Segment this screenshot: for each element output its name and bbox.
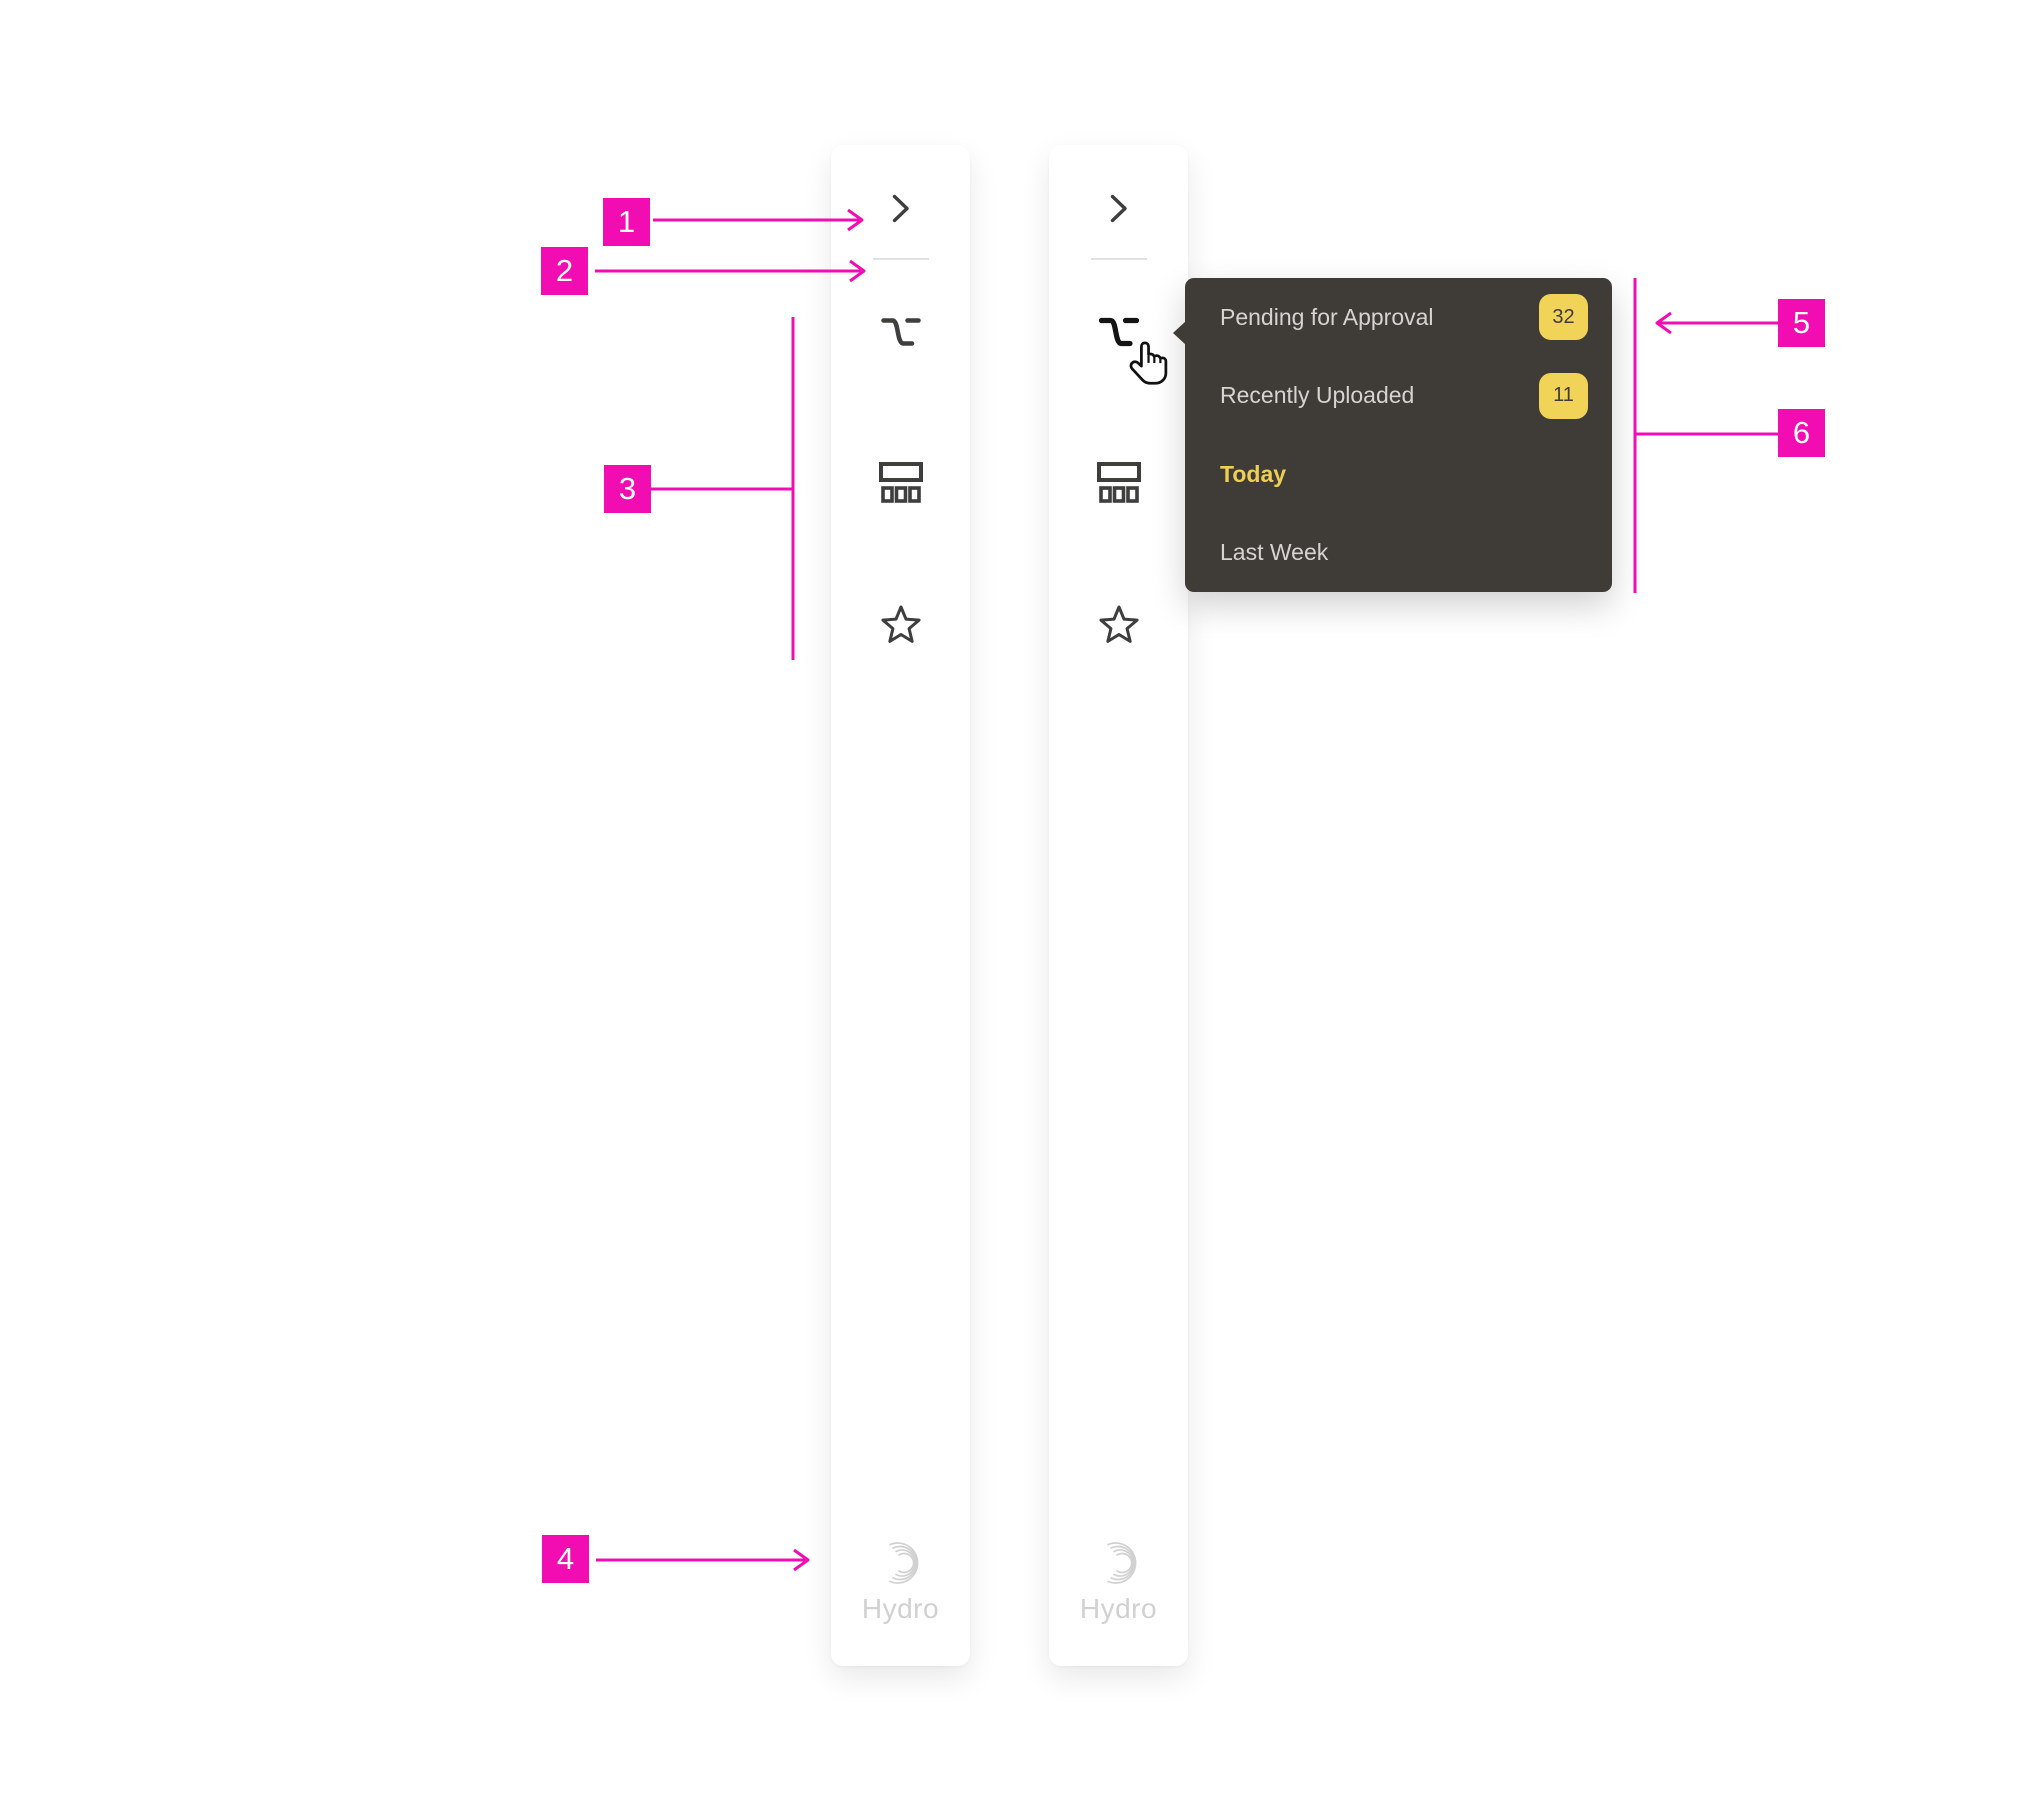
hydro-logo: Hydro [1049,1540,1188,1625]
annotation-arrow-5 [1655,311,1782,335]
annotation-number: 1 [617,204,636,239]
star-icon [880,605,921,643]
count-badge: 11 [1539,372,1588,419]
annotation-bracket-3 [651,317,795,660]
menu-item-last-week[interactable]: Last Week [1185,514,1612,593]
collapsed-sidebar: Hydro [831,145,970,1666]
annotation-marker-2: 2 [541,247,588,295]
hydro-logo: Hydro [831,1540,970,1625]
menu-item-label: Recently Uploaded [1220,382,1415,409]
annotation-marker-3: 3 [604,465,651,513]
nav-curve-button[interactable] [880,315,921,349]
annotation-marker-1: 1 [603,198,650,246]
annotation-marker-5: 5 [1778,299,1825,347]
curve-icon [880,318,921,346]
nav-favorites-button[interactable] [879,604,923,646]
chevron-right-icon [892,194,909,223]
hydro-logo-text: Hydro [1079,1593,1158,1624]
flyout-menu: Pending for Approval 32 Recently Uploade… [1173,278,1612,593]
expand-sidebar-button[interactable] [1110,194,1128,224]
menu-item-label: Today [1220,460,1287,487]
annotation-number: 2 [555,253,574,288]
chevron-right-icon [1110,194,1127,223]
annotation-number: 5 [1792,305,1811,340]
menu-item-recently-uploaded[interactable]: Recently Uploaded 11 [1185,357,1612,436]
nav-favorites-button[interactable] [1097,604,1141,646]
menu-item-pending-for-approval[interactable]: Pending for Approval 32 [1185,278,1612,357]
annotation-arrow-4 [596,1548,810,1572]
divider [1090,258,1147,260]
annotation-marker-4: 4 [542,1535,589,1583]
nav-board-button[interactable] [878,457,924,503]
annotation-number: 3 [618,471,637,506]
annotation-arrow-1 [653,208,864,232]
annotation-marker-6: 6 [1778,409,1825,457]
nav-board-button[interactable] [1096,457,1142,503]
expand-sidebar-button[interactable] [892,194,910,224]
annotation-number: 4 [556,1541,575,1576]
collapsed-sidebar-hovered: Hydro [1049,145,1188,1666]
board-icon [1096,462,1141,503]
hydro-crescent-icon [888,1542,918,1584]
hydro-crescent-icon [1106,1542,1136,1584]
annotation-number: 6 [1792,415,1811,450]
board-icon [878,462,923,503]
count-badge: 32 [1539,294,1588,341]
divider [872,258,929,260]
star-icon [1098,605,1139,643]
menu-item-label: Last Week [1220,539,1329,566]
annotation-bracket-6 [1633,278,1779,593]
nav-curve-button-hovered[interactable] [1098,315,1139,349]
annotation-arrow-2 [595,259,866,283]
menu-item-label: Pending for Approval [1220,303,1434,330]
curve-icon [1098,317,1139,347]
hydro-logo-text: Hydro [861,1593,940,1624]
menu-item-today[interactable]: Today [1185,435,1612,514]
